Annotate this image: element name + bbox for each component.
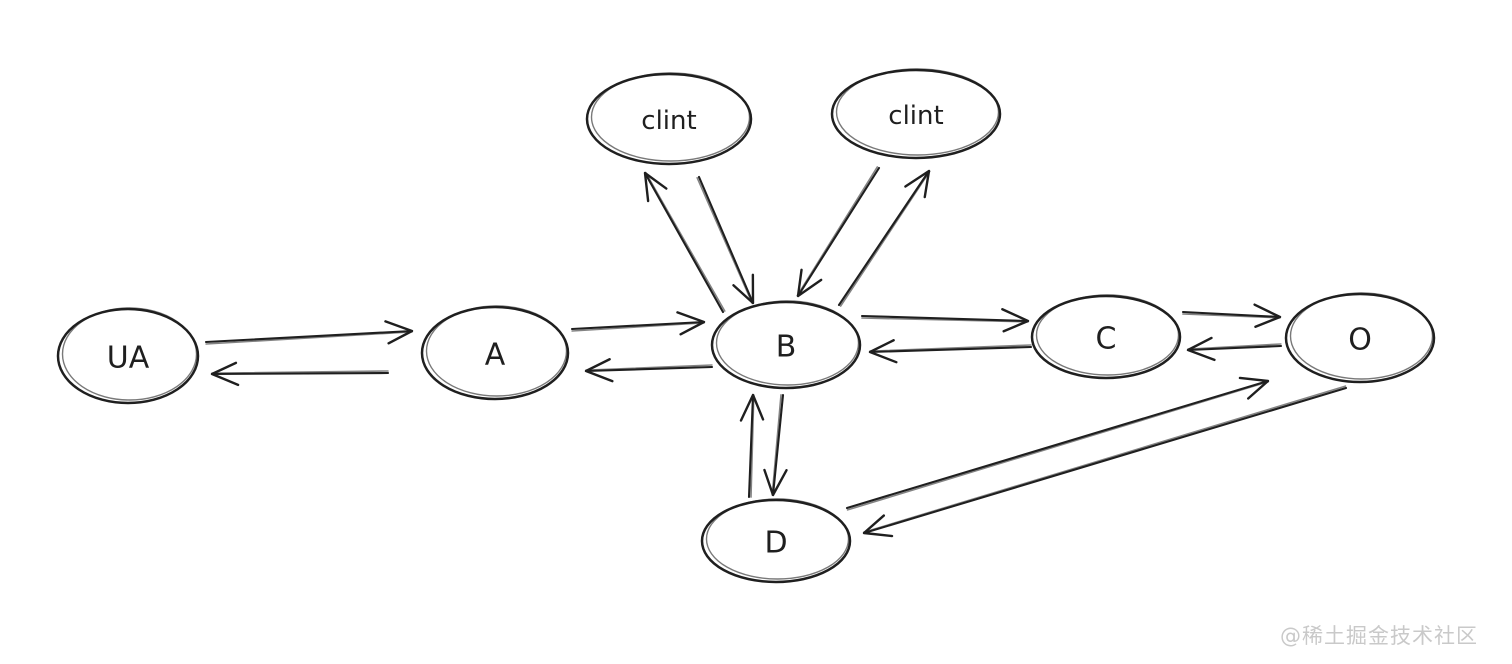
node-label-ua: UA [107,341,150,376]
edge-line [868,339,1033,364]
node-ellipse [700,498,852,584]
watermark: @稀土掘金技术社区 [1280,624,1478,648]
node-label-d: D [764,526,787,561]
edge-line [845,376,1270,510]
edge-line [739,393,765,499]
edge-c-to-o [1181,303,1282,328]
node-clint-right: clint [830,68,1002,160]
node-label-o: O [1348,323,1372,358]
node-ellipse [56,307,200,405]
edge-line [860,308,1030,333]
node-label-clint-left: clint [641,106,696,136]
node-label-a: A [485,338,506,373]
node-clint-left: clint [585,72,753,166]
node-a: A [420,305,570,401]
edge-line [643,171,725,314]
edge-a-to-ua [210,361,390,387]
edge-line [837,169,931,307]
edge-o-to-c [1186,336,1283,362]
edge-b-to-clint-right [837,169,931,307]
node-label-c: C [1096,322,1117,357]
edge-line [1186,336,1283,362]
edge-clint-left-to-b [696,175,755,305]
edge-b-to-c [860,308,1030,333]
node-o: O [1284,292,1436,384]
edge-a-to-b [570,311,706,336]
node-label-clint-right: clint [888,101,943,131]
node-ua: UA [56,307,200,405]
node-ellipse [1284,292,1436,384]
edge-line [204,320,414,345]
edge-line [570,311,706,336]
node-ellipse [420,305,570,401]
edge-d-to-b [739,393,765,499]
node-label-b: B [776,330,797,365]
edge-line [862,386,1348,538]
edge-line [1181,303,1282,328]
edge-b-to-d [763,393,788,497]
edge-ua-to-a [204,320,414,345]
node-ellipse [710,300,862,390]
edge-line [763,393,788,497]
edge-d-to-o [845,376,1270,511]
edge-line [697,175,755,305]
node-d: D [700,498,852,584]
node-ellipse [585,72,753,166]
edge-c-to-b [868,339,1033,364]
edge-line [584,358,714,383]
node-b: B [710,300,862,390]
edge-b-to-a [584,358,714,383]
edge-b-to-clint-left [643,171,726,314]
edge-o-to-d [862,385,1348,538]
node-c: C [1030,294,1182,380]
edge-line [796,166,881,298]
node-ellipse [830,68,1002,160]
edge-clint-right-to-b [796,166,881,298]
edge-line [210,361,390,387]
node-ellipse [1030,294,1182,380]
